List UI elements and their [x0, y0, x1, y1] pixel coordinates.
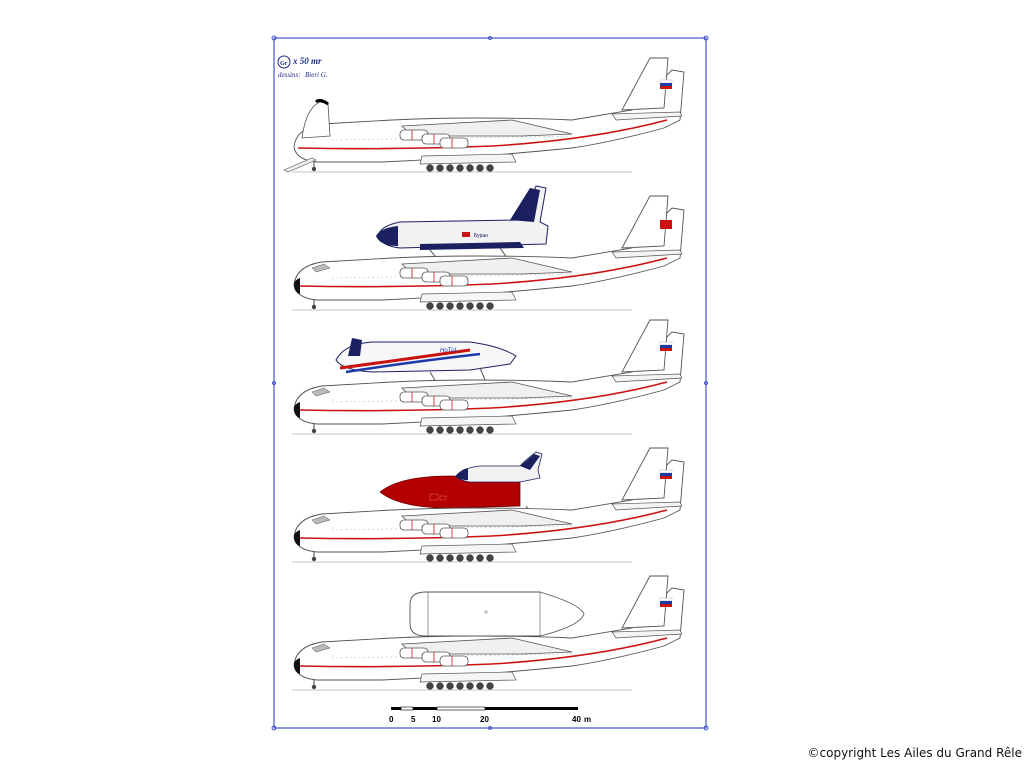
logo-text: Gr — [280, 61, 288, 67]
credit-name: Bieri G. — [305, 71, 328, 79]
scale-segment — [400, 706, 414, 711]
scale-segment — [485, 707, 578, 710]
hotol-label: НоТоL — [440, 348, 458, 354]
scale-segment — [413, 707, 437, 710]
scale-segment — [391, 707, 401, 710]
copyright-notice: ©copyright Les Ailes du Grand Rêle — [807, 746, 1022, 760]
russia-flag-icon — [659, 341, 673, 352]
ussr-flag-icon — [660, 220, 672, 229]
russia-flag-icon — [659, 597, 673, 608]
aircraft-an-225-buran — [291, 195, 685, 311]
scale-tick-10: 10 — [432, 715, 441, 724]
sheet-header: Gr x 50 mr dessins: Bieri G. — [277, 55, 328, 79]
scale-tick-20: 20 — [480, 715, 489, 724]
scale-tick-5: 5 — [411, 715, 416, 724]
aircraft-an-225-cargo-container — [291, 575, 685, 691]
author-logo-icon — [277, 55, 291, 69]
sheet-frame — [273, 37, 707, 729]
payload-cargo-container — [409, 591, 585, 647]
aircraft-an-225-nose-open — [283, 57, 685, 173]
payload-buran: Буран — [376, 185, 549, 263]
buran-label: Буран — [474, 233, 488, 239]
russia-flag-icon — [659, 79, 673, 90]
scale-bar: 0 5 10 20 40 m — [389, 706, 591, 724]
scale-segment — [436, 706, 486, 711]
scale-unit: m — [584, 715, 591, 724]
sheet-title: x 50 mr — [292, 56, 322, 66]
credit-label: dessins: — [278, 71, 301, 79]
scale-tick-40: 40 — [572, 715, 581, 724]
frame-corner-marks — [271, 35, 709, 731]
scale-tick-0: 0 — [389, 715, 394, 724]
russia-flag-icon — [659, 469, 673, 480]
aircraft-an-225-hotol — [291, 319, 685, 435]
payload-tank-orbiter — [379, 451, 543, 521]
aircraft-an-225-tank-orbiter — [291, 447, 685, 563]
payload-hotol: НоТоL — [335, 338, 517, 383]
